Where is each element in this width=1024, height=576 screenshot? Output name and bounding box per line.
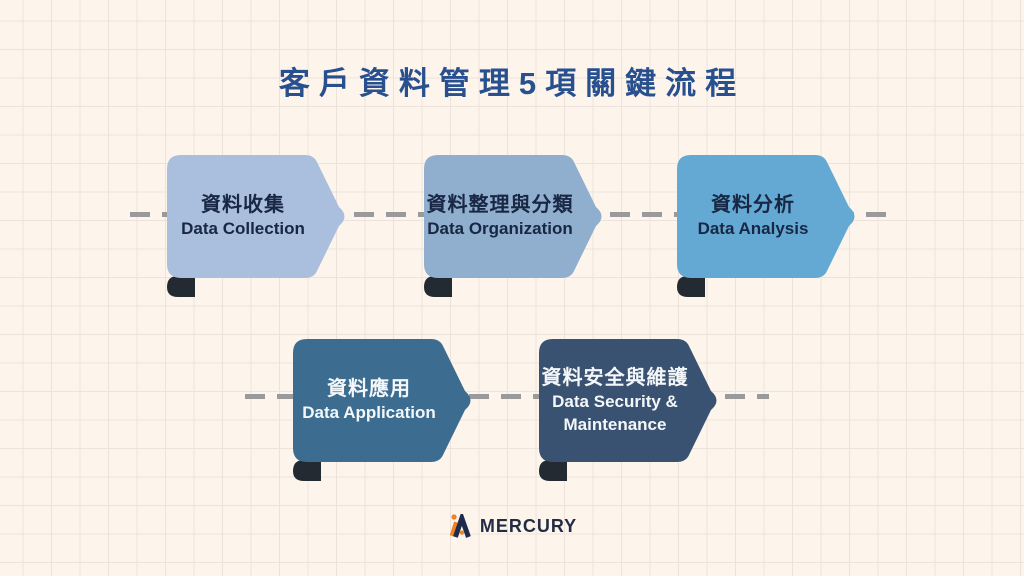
step-title-zh: 資料分析 (711, 194, 795, 217)
mercury-logo-icon (449, 514, 471, 538)
arrow-body (293, 339, 471, 462)
fold-tab (424, 276, 452, 297)
step-label: 資料分析 Data Analysis (677, 155, 829, 278)
dashed-flow-line-row2 (245, 394, 769, 399)
fold-tab (293, 460, 321, 481)
brand-logo: MERCURY (447, 514, 577, 538)
fold-tab (677, 276, 705, 297)
arrow-banner-icon (293, 339, 471, 481)
arrow-banner-icon (167, 155, 345, 297)
arrow-banner-icon (677, 155, 855, 297)
step-title-zh: 資料收集 (201, 194, 285, 217)
process-step-1: 資料收集 Data Collection (167, 155, 345, 298)
fold-tab (539, 460, 567, 481)
process-step-5: 資料安全與維護 Data Security & Maintenance (539, 339, 717, 482)
brand-name: MERCURY (479, 515, 578, 536)
step-label: 資料收集 Data Collection (167, 155, 319, 278)
fold-tab (167, 276, 195, 297)
step-title-en: Data Analysis (697, 219, 809, 239)
step-title-zh: 資料安全與維護 (541, 367, 689, 390)
step-title-en: Data Organization (427, 219, 573, 239)
step-label: 資料安全與維護 Data Security & Maintenance (539, 339, 691, 462)
step-title-en: Data Application (302, 403, 436, 423)
process-step-4: 資料應用 Data Application (293, 339, 471, 482)
arrow-body (424, 155, 602, 278)
page-title: 客戶資料管理5項關鍵流程 (278, 66, 746, 101)
process-step-3: 資料分析 Data Analysis (677, 155, 855, 298)
step-label: 資料整理與分類 Data Organization (424, 155, 576, 278)
step-label: 資料應用 Data Application (293, 339, 445, 462)
arrow-banner-icon (424, 155, 602, 297)
arrow-body (167, 155, 345, 278)
step-title-en: Data Security & Maintenance (552, 392, 678, 434)
arrow-body (677, 155, 855, 278)
process-step-2: 資料整理與分類 Data Organization (424, 155, 602, 298)
arrow-banner-icon (539, 339, 717, 481)
step-title-en: Data Collection (181, 219, 305, 239)
step-title-zh: 資料整理與分類 (426, 194, 574, 217)
step-title-zh: 資料應用 (327, 378, 411, 401)
arrow-body (539, 339, 717, 462)
